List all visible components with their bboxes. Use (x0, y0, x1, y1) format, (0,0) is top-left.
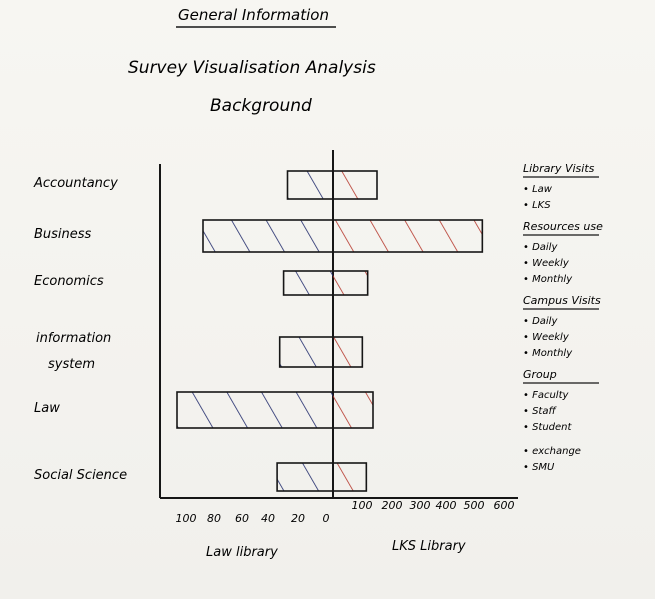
tick-label: 100 (176, 512, 197, 525)
tick-label: 0 (323, 512, 330, 525)
bar-fill (333, 220, 483, 252)
bar-fill (287, 171, 333, 199)
legend: Library Visits • Law • LKS Resources use • D… (523, 162, 603, 473)
tick-label: 400 (436, 499, 457, 512)
bar-fill (177, 392, 333, 428)
chart-title-line2: Background (210, 96, 312, 116)
bar-outline (276, 462, 368, 492)
bar-fill (279, 337, 333, 367)
legend-item: • Monthly (523, 274, 573, 285)
left-axis-label: Law library (206, 545, 278, 560)
tick-label: 200 (382, 499, 403, 512)
legend-item: • LKS (523, 200, 551, 211)
category-label: Social Science (34, 468, 127, 483)
bar-outline (286, 170, 378, 200)
bar-fill (333, 392, 373, 428)
legend-item: • exchange (523, 446, 581, 457)
legend-item: • Monthly (523, 348, 573, 359)
bar-fill (333, 271, 368, 295)
category-label: Economics (34, 274, 104, 289)
tick-label: 100 (352, 499, 373, 512)
tick-label: 300 (410, 499, 431, 512)
tick-label: 500 (464, 499, 485, 512)
legend-item: • Weekly (523, 258, 570, 269)
legend-group-title: Library Visits (523, 162, 595, 175)
bar-outline (278, 336, 364, 368)
page-heading: General Information (178, 6, 329, 24)
right-axis-label: LKS Library (392, 539, 466, 554)
bar-fill (277, 463, 333, 491)
legend-item: • Law (523, 184, 553, 195)
bar-fill (333, 337, 363, 367)
tick-label: 80 (207, 512, 221, 525)
legend-item: • Student (523, 422, 573, 433)
bar-outline (282, 270, 369, 296)
legend-item: • Daily (523, 242, 558, 253)
category-label: Law (34, 401, 60, 416)
bars (176, 170, 484, 492)
tick-label: 60 (235, 512, 249, 525)
legend-group-title: Campus Visits (523, 294, 601, 307)
tick-label: 600 (494, 499, 515, 512)
bar-fill (333, 171, 377, 199)
tick-label: 40 (261, 512, 275, 525)
legend-group-title: Group (523, 368, 557, 381)
bar-fill (283, 271, 333, 295)
legend-item: • Daily (523, 316, 558, 327)
legend-item: • Weekly (523, 332, 570, 343)
category-label: Accountancy (33, 176, 118, 191)
bar-outline (202, 219, 484, 253)
chart-title-line1: Survey Visualisation Analysis (128, 58, 376, 78)
legend-group-title: Resources use (523, 220, 603, 233)
bar-fill (333, 463, 367, 491)
legend-item: • Faculty (523, 390, 569, 401)
bar-outline (176, 391, 374, 429)
legend-item: • SMU (523, 462, 555, 473)
category-label: Business (34, 227, 92, 242)
legend-item: • Staff (523, 406, 557, 417)
bar-fill (203, 220, 333, 252)
tick-label: 20 (291, 512, 305, 525)
